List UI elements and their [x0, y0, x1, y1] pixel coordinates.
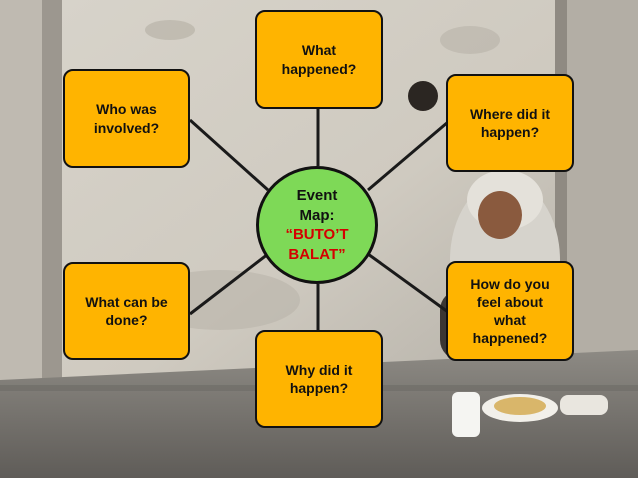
node-who-involved: Who was involved? [63, 69, 190, 168]
connector-lines [188, 109, 449, 330]
connector-who [188, 118, 270, 192]
node-what-can-be-done: What can be done? [63, 262, 190, 360]
center-node-event-map: Event Map: “BUTO’T BALAT” [256, 166, 378, 284]
center-title: Event Map: [296, 187, 338, 224]
connector-where [367, 120, 449, 192]
center-subtitle: “BUTO’T BALAT” [285, 226, 349, 263]
node-how-do-you-feel: How do you feel about what happened? [446, 261, 574, 361]
node-what-happened: What happened? [255, 10, 383, 109]
connector-can-be-done [189, 252, 269, 316]
node-where-happened: Where did it happen? [446, 74, 574, 172]
node-why-happened: Why did it happen? [255, 330, 383, 428]
connector-feel [367, 252, 449, 314]
